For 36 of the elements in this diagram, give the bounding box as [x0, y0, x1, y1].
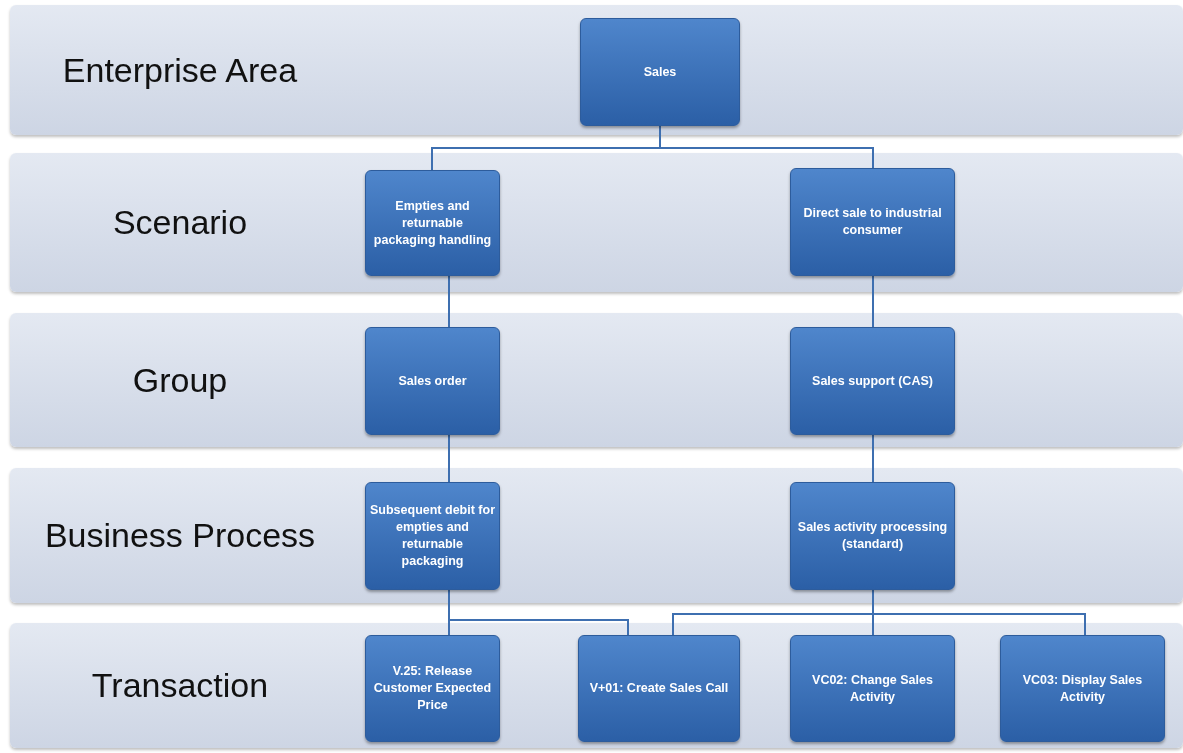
box-text: VC02: Change Sales Activity: [811, 671, 934, 706]
box-text: Sales order: [398, 372, 467, 390]
process-box: [365, 170, 500, 276]
process-box: [578, 635, 740, 742]
process-box: [365, 482, 500, 590]
box-text: V+01: Create Sales Call: [589, 680, 729, 697]
connector-line: [872, 275, 874, 328]
level-label: Group: [132, 359, 228, 401]
process-box: [790, 635, 955, 742]
box-text: VC03: Display Sales Activity: [1021, 671, 1144, 706]
connector-line: [448, 275, 450, 328]
connector-line: [448, 434, 450, 483]
level-band: [10, 468, 1183, 603]
box-text: V.25: Release Customer Expected Price: [372, 663, 493, 714]
process-box: [365, 635, 500, 742]
process-box: [790, 168, 955, 276]
level-label: Scenario: [112, 202, 248, 243]
process-box: [790, 482, 955, 590]
process-box: [580, 18, 740, 126]
process-box: [365, 327, 500, 435]
level-label: Transaction: [91, 665, 269, 706]
box-text: Sales support (CAS): [812, 372, 933, 390]
process-box: [1000, 635, 1165, 742]
process-box: [790, 327, 955, 435]
box-text: Sales activity processing (standard): [796, 519, 949, 553]
box-text: Subsequent debit for empties and returnable packaging: [370, 502, 495, 570]
connector-line: [872, 434, 874, 483]
box-text: Empties and returnable packaging handling: [372, 197, 493, 249]
box-text: Direct sale to industrial consumer: [802, 205, 943, 239]
level-band: [10, 153, 1183, 292]
level-label: Business Process: [44, 515, 316, 556]
level-band: [10, 313, 1183, 447]
box-text: Sales: [643, 63, 677, 81]
level-band: [10, 623, 1183, 748]
level-label: Enterprise Area: [62, 49, 298, 91]
level-band: [10, 5, 1183, 135]
